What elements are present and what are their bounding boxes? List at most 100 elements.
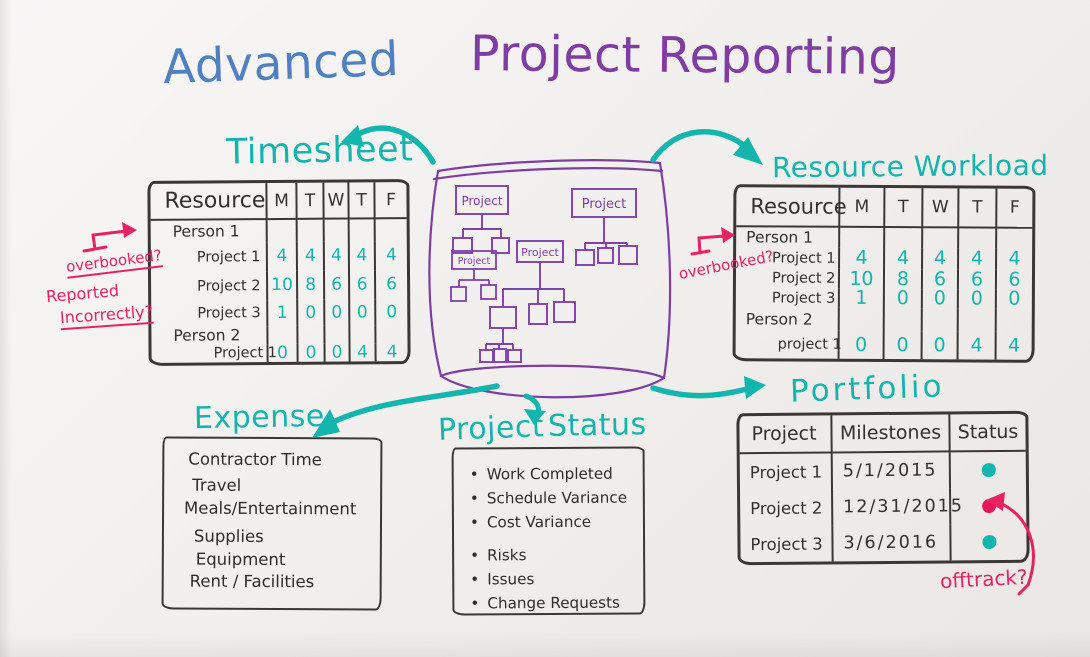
portfolio-header-milestones: Milestones	[832, 414, 951, 454]
workload-header-wed: W	[923, 188, 960, 229]
portfolio-project: Project 1	[739, 453, 834, 491]
workload-cell: 4	[959, 247, 998, 270]
expense-box: Contractor Time Travel Meals/Entertainme…	[161, 436, 383, 611]
timesheet-cell	[376, 219, 407, 241]
timesheet-row-label: Project 2	[150, 271, 269, 301]
status-dot	[981, 463, 996, 478]
workload-cell: 4	[923, 247, 960, 270]
workload-header-fri: F	[997, 188, 1033, 229]
workload-cell	[997, 309, 1032, 332]
timesheet-row-label: Project 1	[150, 242, 268, 272]
workload-cell: 4	[885, 247, 924, 270]
portfolio-header-project: Project	[739, 415, 833, 455]
timesheet-cell: 4	[385, 245, 397, 266]
arrowhead-portfolio	[744, 376, 766, 399]
expense-item: Equipment	[195, 549, 286, 570]
workload-cell: 4	[840, 247, 886, 270]
status-item: Change Requests	[470, 594, 643, 613]
timesheet-cell: 6	[386, 274, 398, 295]
svg-text:Project: Project	[521, 246, 559, 259]
timesheet-cell: 8	[297, 270, 326, 300]
workload-cell: 0	[884, 287, 923, 309]
timesheet-cell	[349, 219, 376, 242]
timesheet-cell: 4	[386, 341, 398, 362]
timesheet-header-fri: F	[375, 182, 407, 220]
timesheet-header-tue: T	[297, 182, 325, 220]
workload-cell	[959, 228, 998, 249]
workload-cell: 0	[839, 330, 885, 360]
timesheet-header-resource: Resource	[150, 183, 268, 221]
resource-workload-label: Resource Workload	[771, 148, 1049, 185]
annotation-offtrack: offtrack?	[939, 564, 1029, 594]
workload-cell: 0	[922, 287, 959, 309]
timesheet-cell	[376, 325, 407, 343]
expense-item: Supplies	[193, 526, 264, 546]
arrowhead-workload	[733, 137, 763, 165]
status-dot	[981, 535, 997, 550]
svg-text:Project: Project	[461, 194, 502, 208]
workload-header-resource: Resource	[736, 187, 847, 228]
timesheet-cell: 0	[268, 342, 299, 363]
timesheet-label: Timesheet	[225, 129, 414, 173]
arrow-to-workload	[650, 129, 753, 163]
workload-row-label: Person 1	[736, 227, 841, 248]
project-tree-mid-left	[450, 250, 497, 302]
title-advanced: Advanced	[162, 31, 401, 96]
project-tree-top-right	[571, 188, 638, 266]
timesheet-table: Resource M T W T F Person 1 Project 1 4 …	[147, 179, 411, 366]
timesheet-row-label: Person 1	[150, 220, 268, 243]
portfolio-status-cell	[951, 488, 1026, 525]
timesheet-cell	[325, 325, 351, 344]
portfolio-label: Portfolio	[789, 368, 946, 410]
portfolio-status-cell	[951, 524, 1026, 561]
portfolio-milestone: 3/6/2016	[833, 524, 952, 562]
portfolio-table: Project Milestones Status Project 1 5/1/…	[736, 410, 1030, 566]
timesheet-row-label: Person 2	[151, 326, 269, 345]
timesheet-cell: 0	[386, 301, 398, 322]
timesheet-cell: 6	[349, 270, 377, 300]
arrow-overbooked-left	[82, 229, 128, 253]
workload-header-mon: M	[840, 187, 886, 229]
annotation-incorrectly: Incorrectly?	[59, 301, 154, 331]
workload-row-label: Person 2	[735, 307, 840, 331]
portfolio-milestone: 5/1/2015	[832, 452, 952, 490]
portfolio-project: Project 3	[740, 525, 834, 563]
workload-row-label: project 1	[735, 330, 842, 359]
project-status-label-word1: Project	[437, 409, 545, 448]
timesheet-row-label: Project 3	[151, 300, 269, 327]
expense-label: Expense	[193, 398, 326, 437]
timesheet-cell: 6	[324, 270, 351, 300]
workload-cell: 0	[922, 331, 959, 360]
timesheet-cell	[324, 219, 350, 242]
project-tree-top-left	[452, 185, 510, 254]
timesheet-cell: 0	[298, 342, 326, 362]
timesheet-cell	[267, 219, 298, 243]
portfolio-project: Project 2	[740, 489, 834, 527]
timesheet-cell: 4	[297, 241, 325, 271]
timesheet-cell	[297, 219, 325, 242]
workload-row-label: Project 2	[735, 268, 841, 289]
workload-cell: 4	[1008, 334, 1021, 357]
project-database-cylinder	[428, 159, 672, 399]
arrow-to-portfolio	[650, 385, 750, 399]
timesheet-cell: 1	[268, 299, 299, 327]
workload-cell: 4	[958, 331, 997, 360]
workload-cell: 4	[1008, 247, 1021, 270]
timesheet-cell	[268, 325, 299, 345]
workload-row-label: Project 3	[735, 288, 840, 308]
status-item: Schedule Variance	[470, 489, 643, 508]
portfolio-header-status: Status	[950, 413, 1026, 453]
timesheet-cell: 0	[325, 342, 351, 362]
status-item: Issues	[470, 570, 643, 589]
workload-cell	[958, 308, 997, 332]
portfolio-status-cell	[951, 452, 1026, 489]
project-tree-center	[479, 240, 576, 363]
status-item: Work Completed	[470, 465, 643, 484]
status-item: Risks	[470, 546, 643, 565]
timesheet-cell	[298, 325, 326, 344]
timesheet-cell: 4	[267, 241, 298, 272]
project-status-label-word2: Status	[547, 407, 647, 444]
title-project-reporting: Project Reporting	[469, 25, 901, 86]
workload-cell: 0	[1008, 287, 1021, 310]
